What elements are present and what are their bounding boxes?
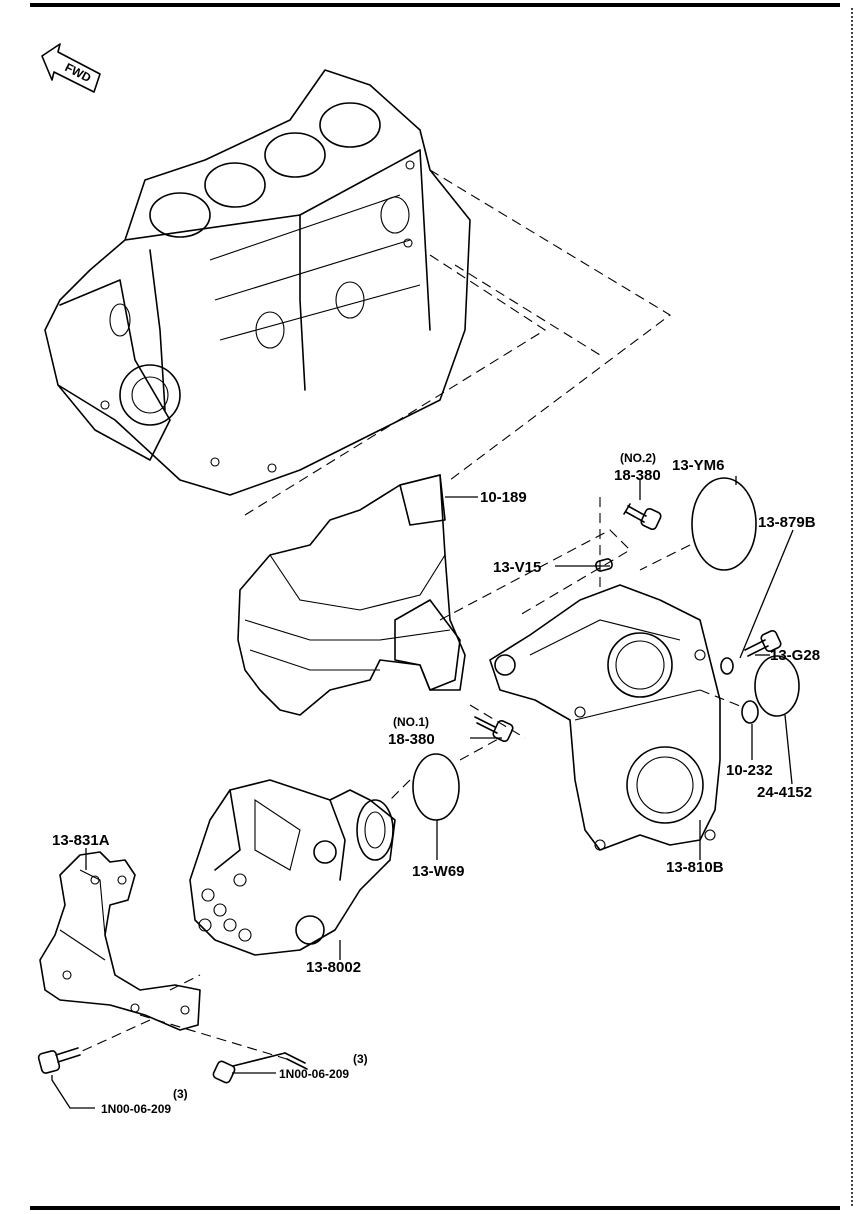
label-18-380-no1-qualifier: (NO.1) xyxy=(393,715,429,729)
label-1n00-06-209-left: 1N00-06-209 xyxy=(101,1102,171,1116)
label-13-g28: 13-G28 xyxy=(770,647,820,664)
label-18-380-no2: 18-380 xyxy=(614,467,661,484)
label-1n00-06-209-right: 1N00-06-209 xyxy=(279,1067,349,1081)
label-24-4152: 24-4152 xyxy=(757,784,812,801)
bolt-13-g28-icon xyxy=(744,629,782,657)
label-13-w69: 13-W69 xyxy=(412,863,465,880)
engine-block xyxy=(44,69,471,496)
projection-lines-block xyxy=(244,169,671,516)
label-13-879b: 13-879B xyxy=(758,514,816,531)
part-cap-4152 xyxy=(754,655,800,717)
label-13-831a: 13-831A xyxy=(52,832,110,849)
label-13-8002: 13-8002 xyxy=(306,959,361,976)
label-1n00-right-qty: (3) xyxy=(353,1052,368,1066)
label-10-189: 10-189 xyxy=(480,489,527,506)
label-13-810b: 13-810B xyxy=(666,859,724,876)
bolt-left-icon xyxy=(37,1047,81,1074)
label-18-380-no1: 18-380 xyxy=(388,731,435,748)
part-bracket xyxy=(39,851,201,1031)
label-13-v15: 13-V15 xyxy=(493,559,541,576)
fwd-arrow-icon: FWD xyxy=(41,43,101,93)
leader-lines xyxy=(51,476,794,1109)
label-13-ym6: 13-YM6 xyxy=(672,457,725,474)
label-1n00-left-qty: (3) xyxy=(173,1087,188,1101)
part-washer-879b xyxy=(720,657,734,675)
bolt-no2-icon xyxy=(623,503,662,531)
part-plug-10232 xyxy=(741,700,759,724)
part-front-cover xyxy=(237,474,466,716)
projection-lines-lower xyxy=(79,497,741,1061)
bolt-right-icon xyxy=(212,1052,308,1084)
part-gear-case xyxy=(489,584,721,851)
part-o-ring-ym6 xyxy=(691,477,757,571)
part-pin-v15 xyxy=(595,558,613,572)
part-injection-pump xyxy=(189,779,396,956)
label-18-380-no2-qualifier: (NO.2) xyxy=(620,451,656,465)
bolt-no1-icon xyxy=(474,716,514,743)
part-gasket-w69 xyxy=(412,753,460,821)
label-10-232: 10-232 xyxy=(726,762,773,779)
